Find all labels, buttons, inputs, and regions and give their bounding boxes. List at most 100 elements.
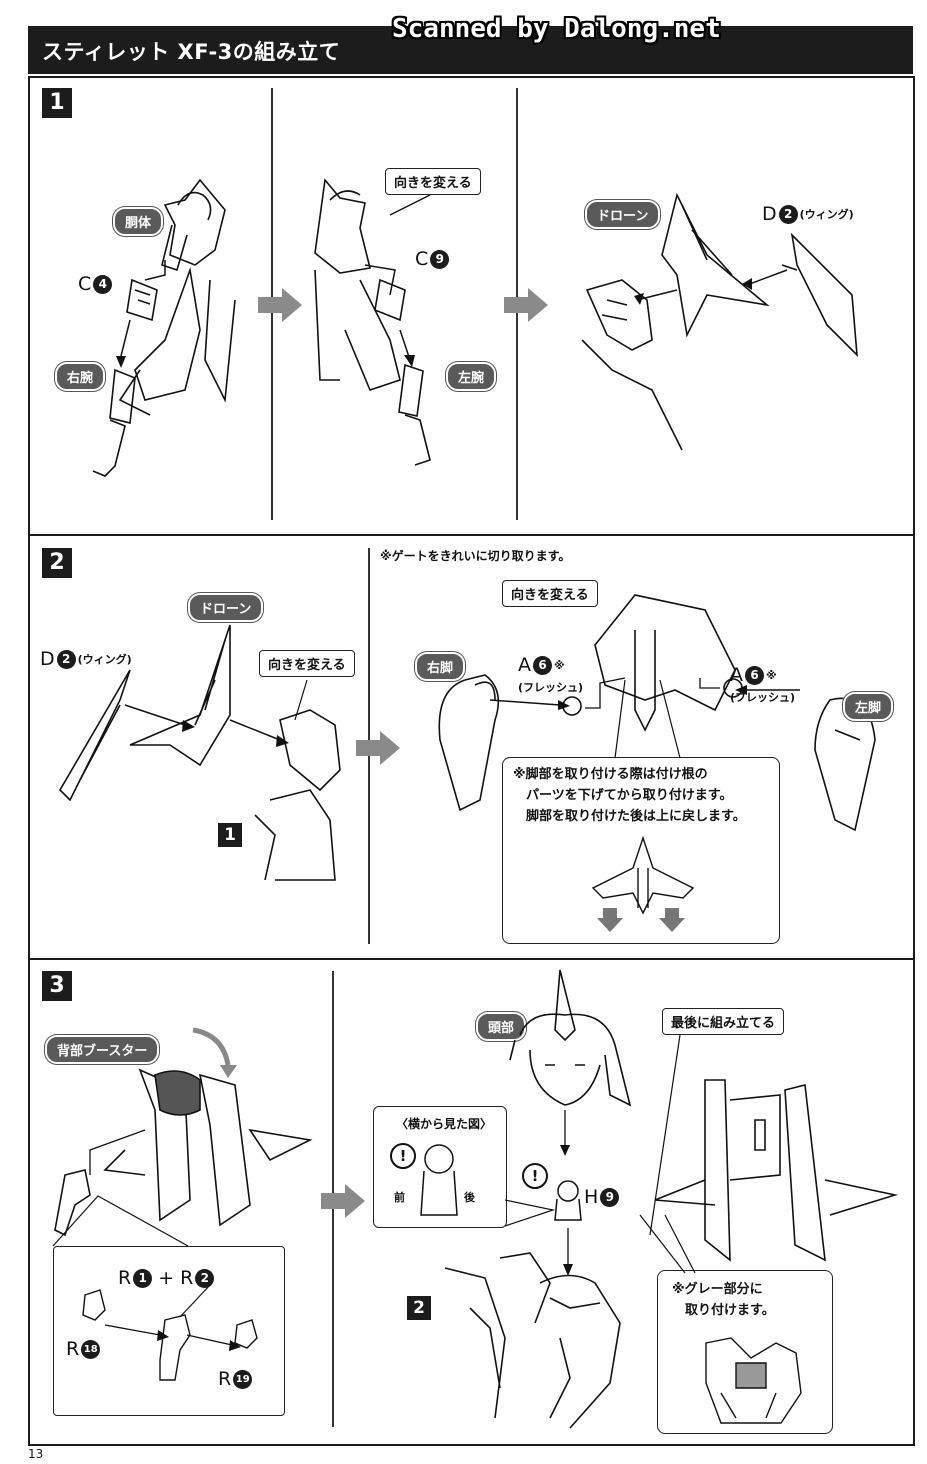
step2-flow-arrow	[356, 731, 400, 765]
step1-number: 1	[42, 88, 72, 118]
part-c9-number: 9	[430, 249, 450, 269]
gray-note-line1: ※グレー部分に	[672, 1282, 763, 1297]
step1-torso-illustration	[92, 178, 236, 477]
part-r19-number: 19	[233, 1369, 253, 1389]
step3-gray-note: ※グレー部分に 取り付けます。	[672, 1279, 775, 1321]
label-head: 頭部	[476, 1012, 527, 1041]
page-number: 13	[28, 1447, 44, 1461]
step1-callout-turn: 向きを変える	[385, 168, 481, 195]
part-r2-number: 2	[195, 1268, 215, 1288]
step2-ref-step1: 1	[218, 823, 242, 847]
step2-callout-turn-left: 向きを変える	[259, 650, 355, 677]
step3-warning-icon: !	[522, 1163, 548, 1189]
leg-note-line2: パーツを下げてから取り付けます。	[526, 788, 733, 803]
part-d2-sub: (ウィング)	[799, 208, 854, 221]
step3-subassembly-box	[53, 1246, 285, 1416]
side-view-front: 前	[394, 1191, 405, 1204]
part-r2-letter: R	[180, 1267, 194, 1289]
label-right-leg: 右脚	[415, 652, 466, 681]
part-d2-number: 2	[778, 204, 798, 224]
gray-note-illustration	[705, 1337, 802, 1424]
step3-side-view-box: 〈横から見た図〉 ! 前 後	[373, 1106, 507, 1228]
part-r18-letter: R	[66, 1338, 80, 1360]
step3-warning-mark: !	[531, 1167, 539, 1185]
leg-note-line3: 脚部を取り付けた後は上に戻します。	[526, 809, 746, 824]
gray-note-line2: 取り付けます。	[685, 1303, 775, 1318]
label-back-booster: 背部ブースター	[45, 1035, 160, 1064]
step1-flow-arrow-1	[258, 288, 302, 322]
step2-number: 2	[42, 548, 72, 578]
step3-ref-step2: 2	[407, 1296, 431, 1320]
step1-panel	[28, 76, 915, 538]
step2-callout-turn-right: 向きを変える	[502, 580, 598, 607]
gray-note-pointer	[639, 1214, 696, 1274]
step3-callout-last: 最後に組み立てる	[662, 1008, 785, 1035]
part-d2-letter: D	[762, 203, 777, 225]
step1-drone-illustration	[581, 192, 858, 451]
part-r1-letter: R	[118, 1267, 132, 1289]
part-a6-right-letter: A	[518, 654, 531, 676]
step3-body-illustration	[444, 1228, 621, 1429]
plus-sign: +	[158, 1267, 175, 1289]
section-title: スティレット XF-3の組み立て	[42, 40, 341, 64]
step3-head-illustration	[509, 969, 632, 1156]
label-left-leg: 左脚	[843, 692, 894, 721]
step3-subassembly-pointer	[52, 1195, 189, 1247]
h9-part-shape	[554, 1180, 582, 1221]
part-r18-number: 18	[81, 1339, 101, 1359]
part-r1-number: 1	[133, 1268, 153, 1288]
part-r19-letter: R	[218, 1368, 232, 1390]
step2-label-drone: ドローン	[188, 593, 264, 622]
step1-left-arm-illustration	[314, 178, 431, 466]
label-right-arm: 右腕	[55, 362, 106, 391]
step2-d2-sub: (ウィング)	[77, 653, 132, 666]
step3-back-assembly-illustration	[649, 1034, 899, 1262]
step3-gray-note-box: ※グレー部分に 取り付けます。	[657, 1270, 833, 1434]
step2-leg-note-box: ※脚部を取り付ける際は付け根の パーツを下げてから取り付けます。 脚部を取り付け…	[502, 757, 780, 944]
step1-label-drone: ドローン	[585, 200, 661, 229]
label-torso: 胴体	[113, 207, 164, 236]
part-a6-left-sub: (フレッシュ)	[730, 691, 796, 704]
scanner-watermark: Scanned by Dalong.net	[392, 14, 721, 44]
section-header: スティレット XF-3の組み立て	[28, 26, 913, 74]
part-a6-left-letter: A	[730, 664, 743, 686]
side-view-title: 〈横から見た図〉	[396, 1117, 493, 1131]
step2-leg-note: ※脚部を取り付ける際は付け根の パーツを下げてから取り付けます。 脚部を取り付け…	[513, 764, 746, 827]
step2-gate-note: ※ゲートをきれいに切り取ります。	[380, 549, 571, 563]
side-view-back: 後	[464, 1191, 475, 1204]
step2-d2-number: 2	[56, 649, 76, 669]
part-a6-left-number: 6	[745, 665, 764, 685]
part-c4-letter: C	[78, 273, 92, 295]
step2-d2-letter: D	[40, 648, 55, 670]
part-a6-right-sub: (フレッシュ)	[518, 681, 584, 694]
part-a6-right-mark: ※	[554, 658, 565, 672]
label-left-arm: 左腕	[446, 362, 497, 391]
step3-number: 3	[42, 971, 72, 1001]
side-view-head-shape	[420, 1144, 458, 1216]
part-h9-number: 9	[600, 1187, 620, 1207]
leg-note-line1: ※脚部を取り付ける際は付け根の	[513, 767, 708, 782]
part-a6-left-mark: ※	[766, 668, 777, 682]
side-view-pointer	[504, 1199, 556, 1227]
part-a6-right-number: 6	[533, 655, 552, 675]
step3-joint-illustration	[82, 1284, 258, 1381]
part-c9-letter: C	[415, 248, 429, 270]
leg-note-pointers	[614, 679, 681, 759]
leg-note-illustration	[591, 835, 695, 932]
part-c4-number: 4	[93, 274, 113, 294]
step2-drone-attach-illustration	[58, 624, 341, 881]
step3-flow-arrow	[321, 1184, 365, 1218]
side-view-warning-icon: !	[390, 1143, 416, 1169]
step1-flow-arrow-2	[504, 288, 548, 322]
step3-booster-illustration	[54, 1027, 313, 1237]
